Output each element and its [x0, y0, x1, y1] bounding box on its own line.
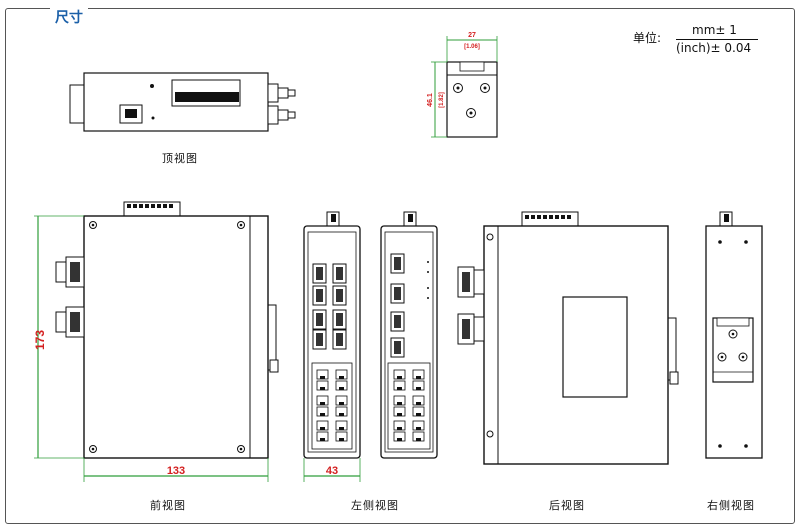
unit-denominator: (inch)± 0.04 — [676, 41, 752, 55]
unit-label: 单位: — [633, 31, 662, 45]
left-side-view-alt-drawing — [380, 211, 438, 459]
fraction-bar — [676, 39, 758, 40]
rear-view-label: 后视图 — [549, 499, 585, 512]
dim-bracket-height: 46.1 — [427, 93, 434, 107]
left-view-label: 左侧视图 — [351, 499, 399, 512]
right-side-view-drawing — [705, 211, 763, 459]
section-title: 尺寸 — [50, 7, 88, 27]
top-view-label: 顶视图 — [162, 152, 198, 165]
fiber-connectors-front — [55, 256, 85, 338]
front-view-label: 前视图 — [150, 499, 186, 512]
dim-bracket-width: 27 — [468, 32, 476, 39]
dim-height: 173 — [33, 330, 47, 350]
dim-bracket-width-inch: [1.06] — [464, 44, 480, 50]
fiber-connectors-top — [267, 83, 296, 125]
dim-width: 133 — [167, 465, 185, 477]
unit-numerator: mm± 1 — [692, 23, 737, 37]
left-side-view-drawing — [303, 211, 361, 482]
right-view-label: 右侧视图 — [707, 499, 755, 512]
terminal-block-top — [175, 92, 239, 102]
dim-bracket-height-inch: [1.82] — [439, 92, 445, 108]
din-bracket-drawing — [431, 36, 498, 138]
top-view-drawing — [69, 72, 296, 132]
fiber-connectors-rear — [457, 266, 485, 345]
front-view-drawing — [34, 201, 279, 482]
dimensions-frame: 尺寸 — [5, 7, 795, 524]
rear-view-drawing — [457, 211, 679, 465]
dim-depth: 43 — [326, 465, 338, 477]
